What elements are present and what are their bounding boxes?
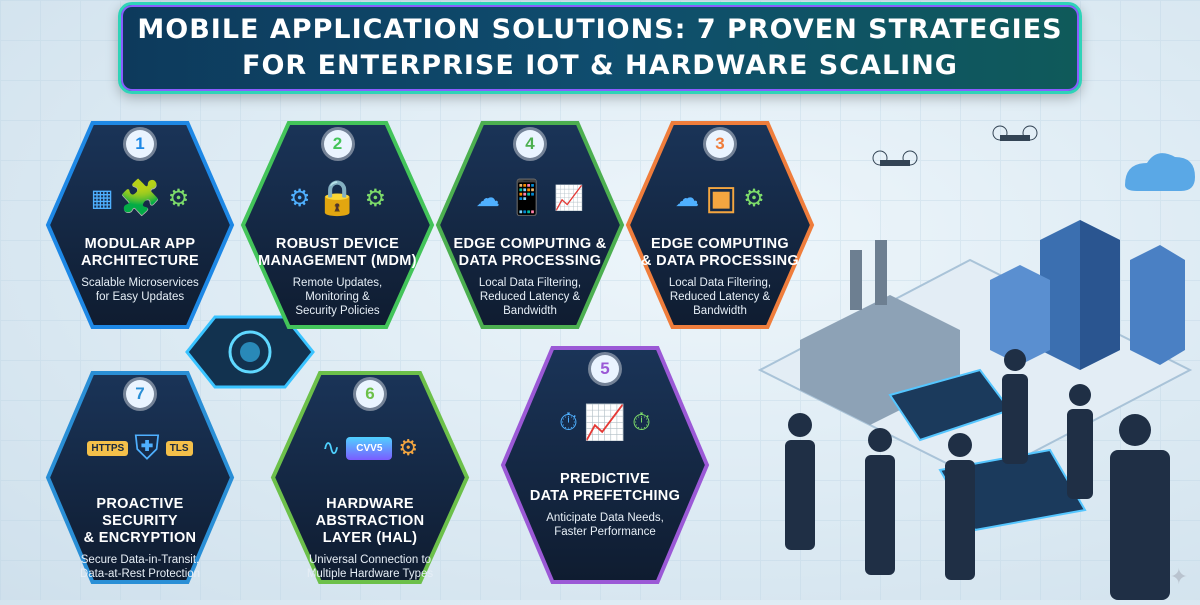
layer-stack-icon: ∿CVV5⚙ [322,418,418,478]
card-glyph-icon: ⚙ [167,184,190,212]
clock-analytics-icon: ⏱📈⏱ [559,393,651,453]
card-glyph-icon: 🔒 [316,179,359,217]
card-description: Local Data Filtering, Reduced Latency & Ba… [669,276,771,318]
card-number-badge: 3 [706,130,734,158]
https-label: HTTPS [87,440,129,456]
waveform-icon: ∿ [321,435,341,460]
card-title-line: DATA PREFETCHING [529,488,681,504]
card-number-badge: 7 [126,380,154,408]
card-description-line: Bandwidth [503,305,557,317]
card-glyph-icon: ⏱ [559,409,578,436]
card-description: Anticipate Data Needs, Faster Performance [546,511,664,539]
card-glyph-icon: 📈 [554,184,585,212]
card-title-line: HARDWARE [326,496,414,512]
card-title: EDGE COMPUTING &DATA PROCESSING [453,236,606,270]
card-glyph-icon: 🧩 [119,179,162,217]
card-description-line: Local Data Filtering, [668,277,772,289]
card-description-line: Secure Data-in-Transit, [80,554,200,566]
card-title-line: MANAGEMENT (MDM) [258,253,417,269]
card-glyph-icon: ☁ [675,184,700,212]
card-title-line: PROACTIVE [96,496,184,512]
card-description: Remote Updates, Monitoring & Security Poli… [293,276,383,318]
card-glyph-icon: ⚙ [743,184,765,212]
card-description-line: Universal Connection to [308,554,432,566]
card-title-line: DATA PROCESSING [458,253,602,269]
card-description-line: Security Policies [295,305,380,317]
card-description-line: Remote Updates, [292,277,383,289]
card-description: Universal Connection to Multiple Hardware… [307,553,433,581]
sparkle-icon: ✦ [1169,564,1188,589]
card-glyph-icon: ☁ [475,184,500,212]
card-description-line: Data-at-Rest Protection [79,568,201,580]
title-line-2: FOR ENTERPRISE IOT & HARDWARE SCALING [242,50,958,81]
card-description-line: Monitoring & [305,291,370,303]
puzzle-blocks-icon: ▦🧩⚙ [91,168,190,228]
chip-layer: CVV5 [346,436,393,460]
card-description: Secure Data-in-Transit, Data-at-Rest Prot… [80,553,200,581]
card-title-line: ROBUST DEVICE [275,236,400,252]
gear-icon: ⚙ [398,435,419,460]
card-title-line: & ENCRYPTION [83,530,197,546]
strategy-card-4: 4 ☁📱📈 EDGE COMPUTING &DATA PROCESSING Local… [435,120,625,330]
card-description-line: Multiple Hardware Types [306,568,434,580]
phone-cloud-icon: ☁📱📈 [476,168,584,228]
card-description-line: Bandwidth [693,305,747,317]
shield-icon: ⛨ [134,428,160,467]
card-description: Local Data Filtering, Reduced Latency & Ba… [479,276,581,318]
iot-factory-illustration [740,110,1200,600]
card-description-line: Reduced Latency & [669,291,771,303]
card-description-line: Scalable Microservices [81,277,199,289]
card-description-line: Anticipate Data Needs, [546,512,664,524]
card-title-line: SECURITY [102,513,178,529]
card-title-line: ARCHITECTURE [81,253,199,269]
card-description: Scalable Microservices for Easy Updates [81,276,199,304]
card-number-badge: 1 [126,130,154,158]
card-glyph-icon: ⚙ [364,184,387,212]
card-number-badge: 2 [323,130,352,158]
card-title-line: EDGE COMPUTING & [453,236,607,252]
card-number-badge: 5 [591,355,619,383]
card-title-line: ABSTRACTION [315,513,425,529]
card-title-line: & DATA PROCESSING [641,253,799,269]
title-banner: MOBILE APPLICATION SOLUTIONS: 7 PROVEN S… [118,2,1082,94]
card-glyph-icon: ▣ [705,179,738,217]
card-title-line: PREDICTIVE [559,471,650,487]
card-glyph-icon: ⏱ [632,409,651,436]
card-title-line: EDGE COMPUTING [651,236,789,252]
card-glyph-icon: ▦ [90,184,114,212]
central-hub [185,312,315,392]
card-glyph-icon: 📈 [583,404,627,442]
card-description-line: Local Data Filtering, [478,277,582,289]
card-title-line: MODULAR APP [84,236,196,252]
card-description-line: Faster Performance [554,526,656,538]
card-description-line: Reduced Latency & [479,291,581,303]
card-number-badge: 6 [356,380,384,408]
shield-lock-icon: HTTPS ⛨ TLS [87,418,193,478]
tls-label: TLS [165,440,193,456]
card-description-line: for Easy Updates [95,291,185,303]
card-glyph-icon: 📱 [505,179,549,217]
card-number-badge: 4 [516,130,544,158]
phone-lock-icon: ⚙🔒⚙ [289,168,386,228]
title-line-1: MOBILE APPLICATION SOLUTIONS: 7 PROVEN S… [137,14,1063,45]
card-title: EDGE COMPUTING& DATA PROCESSING [641,236,799,270]
chip-cloud-icon: ☁▣⚙ [675,168,765,228]
card-title-line: LAYER (HAL) [322,530,418,546]
card-glyph-icon: ⚙ [288,184,311,212]
